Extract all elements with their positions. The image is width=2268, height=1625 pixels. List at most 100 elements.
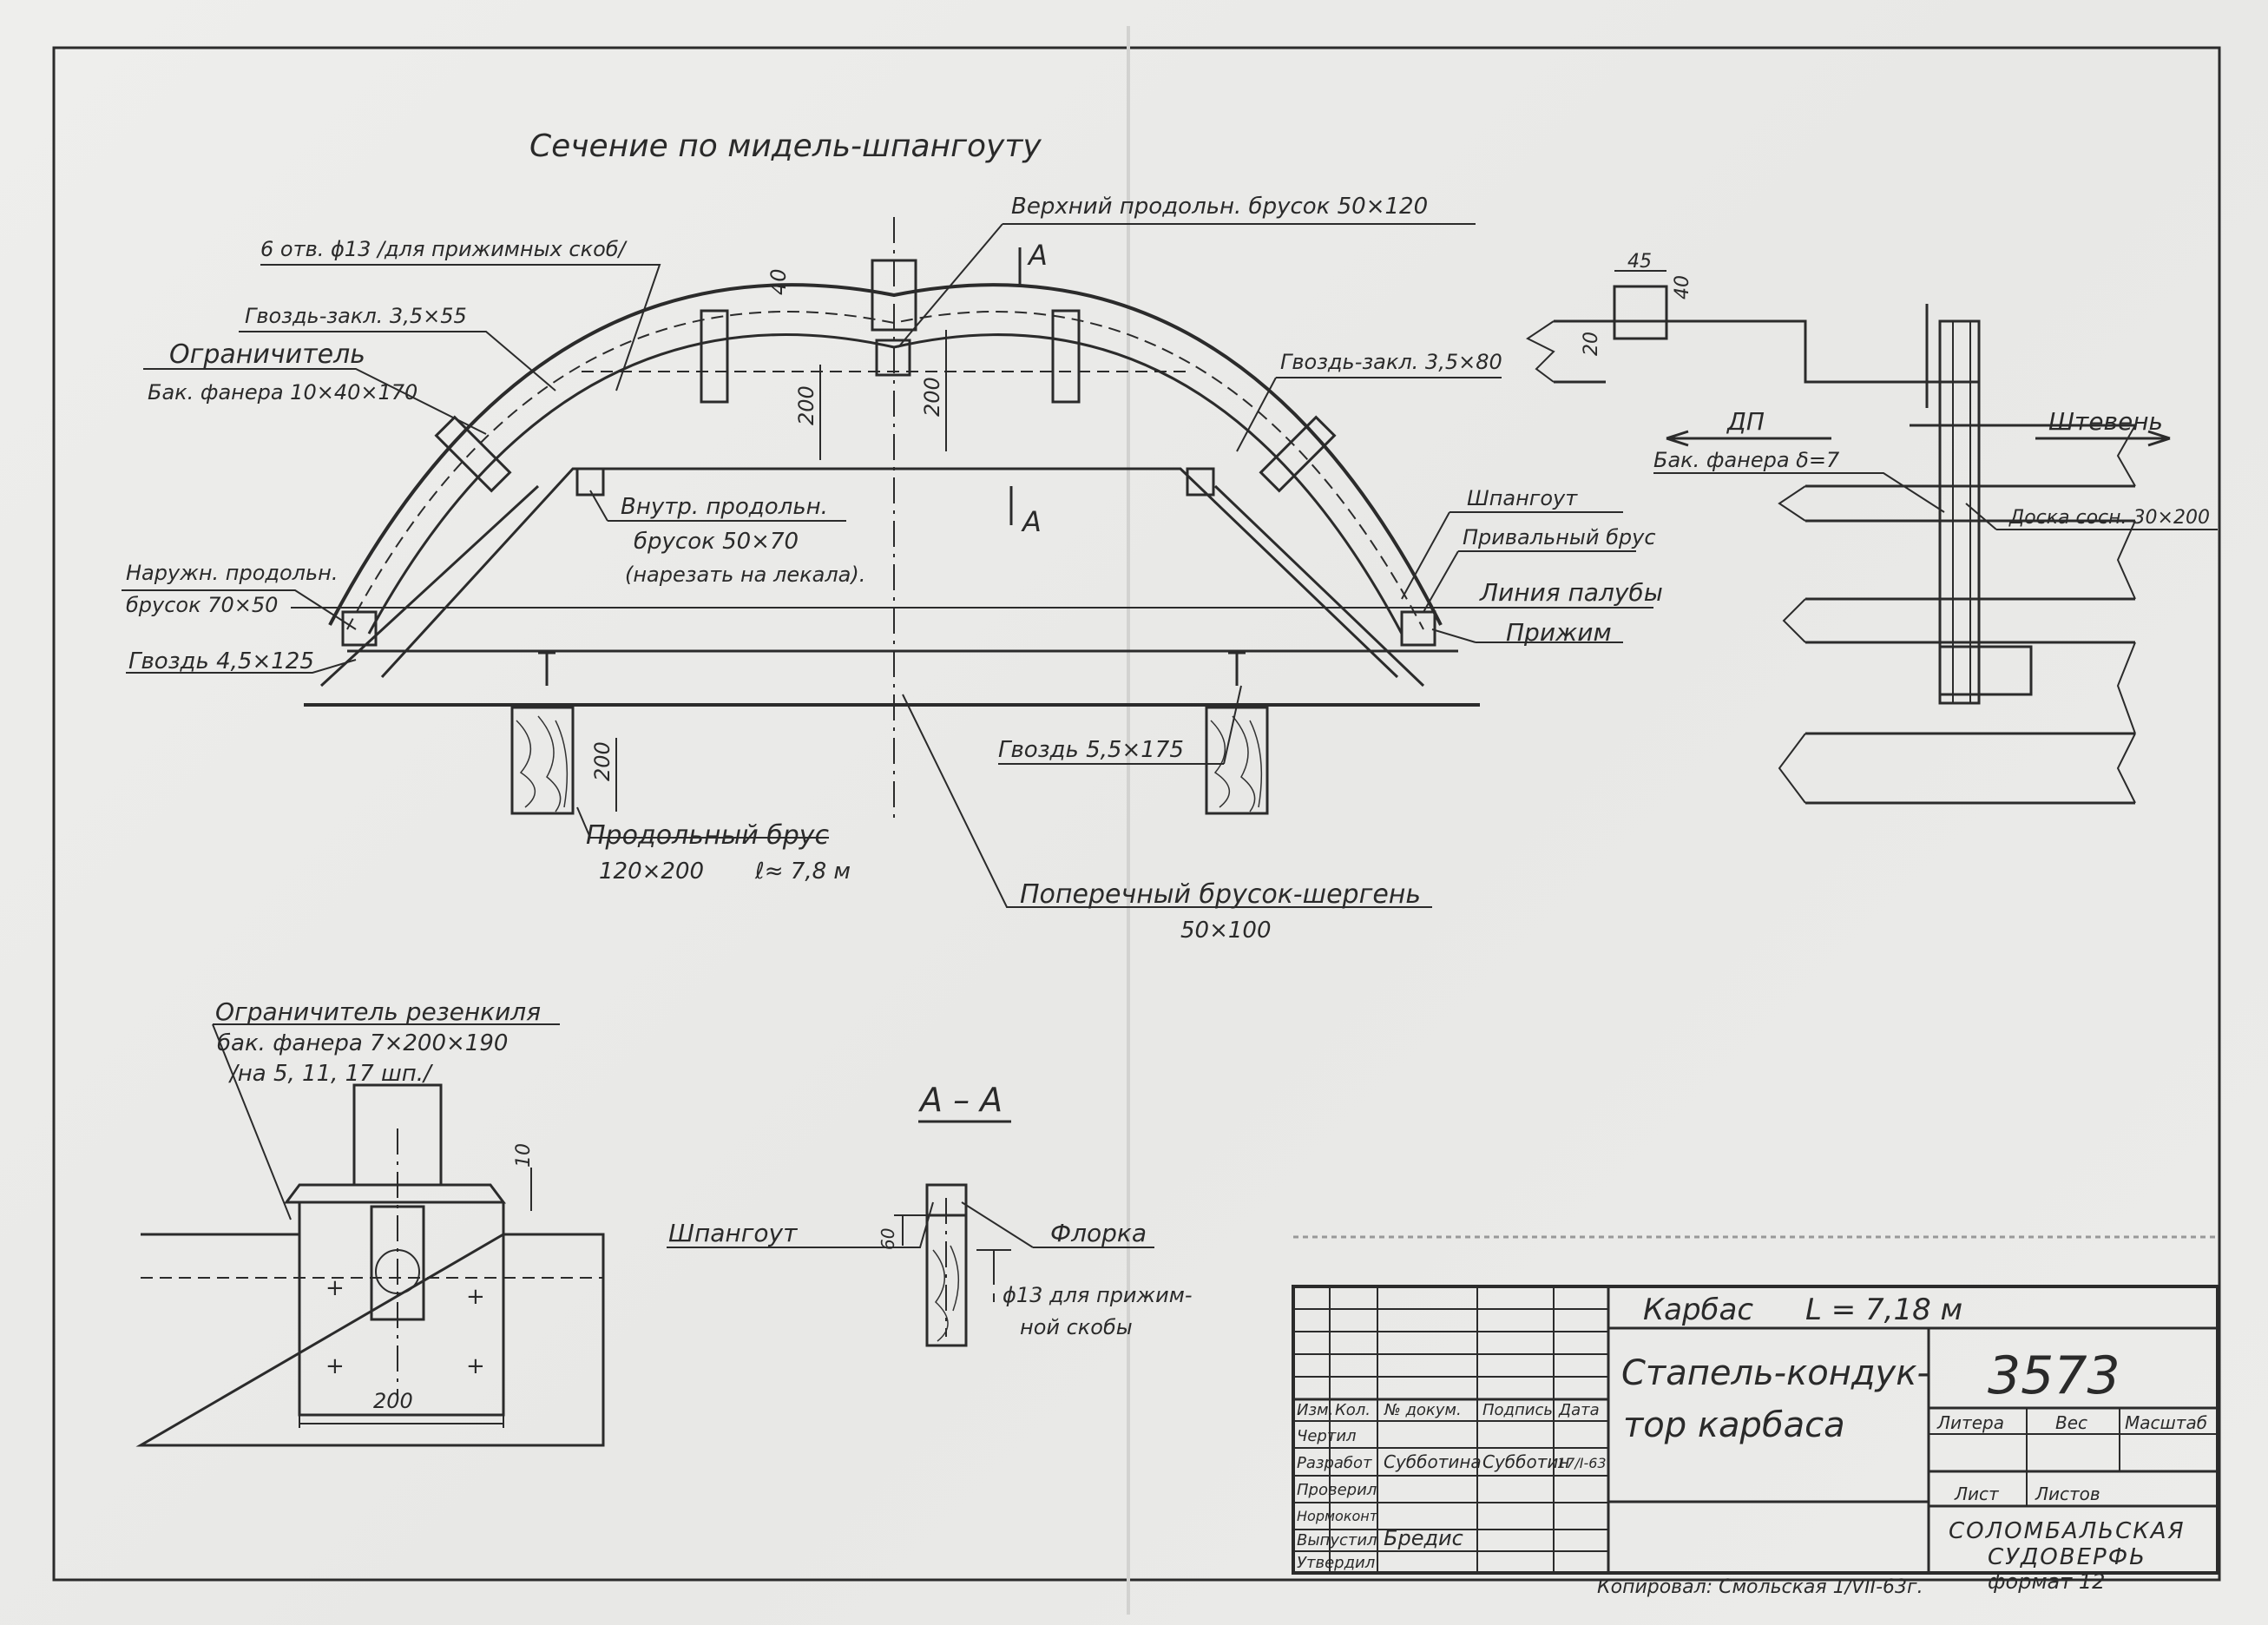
title-block-frame bbox=[1292, 1285, 2219, 1575]
top-beam-section bbox=[875, 339, 911, 377]
detail-plus-2: + bbox=[466, 1284, 485, 1310]
leader-outer-beam bbox=[122, 589, 357, 630]
detail-base-beam bbox=[135, 1233, 605, 1447]
callout-outer-beam-2: брусок 70×50 bbox=[126, 593, 278, 617]
detail-dim-10: 10 bbox=[513, 1143, 535, 1168]
leader-nail-4 bbox=[126, 659, 357, 674]
leader-pine bbox=[1965, 503, 2218, 530]
callout-top-beam: Верхний продольн. брусок 50×120 bbox=[1011, 194, 1428, 220]
leader-inner-beam bbox=[589, 490, 846, 522]
outer-beam-right bbox=[1400, 610, 1436, 647]
side-dim-45: 45 bbox=[1627, 251, 1652, 273]
tb-name-4: Бредис bbox=[1384, 1526, 1463, 1550]
section-aa-floor-label: Флорка bbox=[1050, 1219, 1147, 1247]
side-view: 45 40 20 ДП Штевень Бак. фанера δ=7 Доск… bbox=[1526, 251, 2218, 805]
section-mark-bottom: А bbox=[1021, 505, 1042, 538]
callout-long-beam-1: Продольный брус bbox=[586, 820, 830, 851]
side-stem-inner bbox=[1952, 320, 1971, 704]
section-aa-floor bbox=[925, 1214, 968, 1347]
side-top-block bbox=[1613, 285, 1668, 340]
callout-inner-beam-2: брусок 50×70 bbox=[634, 529, 799, 555]
callout-inner-beam-3: (нарезать на лекала). bbox=[625, 562, 865, 587]
dim-200-base: 200 bbox=[590, 741, 615, 781]
wood-grain-left bbox=[516, 715, 569, 812]
detail-plate-body bbox=[298, 1202, 505, 1417]
leader-long-beam bbox=[576, 806, 829, 839]
callout-long-beam-len: ℓ≈ 7,8 м bbox=[754, 859, 851, 885]
detail-dim-200: 200 bbox=[373, 1389, 413, 1413]
arrow-dp bbox=[1666, 430, 1831, 447]
section-aa-dim-60: 60 bbox=[878, 1228, 898, 1250]
leader-limiter bbox=[143, 368, 487, 435]
leader-nail-left bbox=[239, 331, 556, 391]
tb-sign-1: Субботин bbox=[1482, 1451, 1569, 1472]
callout-frame: Шпангоут bbox=[1467, 486, 1578, 510]
callout-nail-right: Гвоздь-закл. 3,5×80 bbox=[1280, 350, 1502, 374]
callout-outer-beam-1: Наружн. продольн. bbox=[126, 561, 338, 585]
detail-plus-1: + bbox=[325, 1275, 345, 1301]
detail-leader bbox=[212, 1023, 560, 1220]
tb-product: Карбас bbox=[1643, 1293, 1753, 1327]
long-beam-right bbox=[1205, 706, 1269, 815]
detail-plus-3: + bbox=[325, 1353, 345, 1379]
tb-role-2: Проверил bbox=[1297, 1481, 1377, 1499]
leader-holes bbox=[260, 264, 661, 391]
detail-limiter-plate bbox=[284, 1183, 506, 1204]
tb-number: 3573 bbox=[1988, 1345, 2120, 1406]
title-block: Изм. Кол. № докум. Подпись Дата Чертил Р… bbox=[1292, 1285, 2219, 1575]
callout-clamp: Прижим bbox=[1506, 618, 1612, 647]
section-mark-top: А bbox=[1027, 239, 1048, 272]
leader-frame bbox=[1401, 511, 1623, 600]
side-block bbox=[1938, 645, 2033, 696]
inner-frame-right bbox=[1213, 484, 1425, 688]
tb-role-4: Выпустил bbox=[1297, 1531, 1377, 1549]
leader-nail-5 bbox=[998, 685, 1242, 765]
tb-listov: Листов bbox=[2035, 1484, 2100, 1504]
callout-limiter: Ограничитель bbox=[169, 339, 365, 370]
limiter-plate-left bbox=[434, 415, 512, 493]
tb-length: L = 7,18 м bbox=[1805, 1293, 1962, 1327]
side-plywood: Бак. фанера δ=7 bbox=[1653, 448, 1840, 472]
tb-name-1-line: Стапель-кондук- bbox=[1621, 1353, 1929, 1393]
detail-plus-4: + bbox=[466, 1353, 485, 1379]
section-aa-hole-marker bbox=[976, 1249, 1011, 1302]
side-pine-board: Доска сосн. 30×200 bbox=[2008, 507, 2210, 529]
callout-nail-left: Гвоздь-закл. 3,5×55 bbox=[245, 304, 467, 328]
side-top-beam bbox=[1554, 319, 1979, 384]
long-beam-left bbox=[510, 706, 575, 815]
inner-frame-upper bbox=[380, 467, 1399, 679]
leader-top-beam bbox=[897, 223, 1476, 348]
joint-right bbox=[1186, 467, 1215, 497]
side-dp: ДП bbox=[1726, 407, 1765, 436]
callout-inner-beam-1: Внутр. продольн. bbox=[621, 494, 828, 520]
detail-title-1: Ограничитель резенкиля bbox=[215, 997, 541, 1026]
tb-name-1: Субботина bbox=[1384, 1451, 1482, 1472]
leader-plywood bbox=[1653, 472, 1945, 513]
callout-gunwale: Привальный брус bbox=[1463, 525, 1656, 549]
sheet-border bbox=[52, 46, 2221, 1582]
side-dim-20: 20 bbox=[1581, 332, 1602, 356]
leader-gunwale bbox=[1423, 550, 1636, 613]
plate-right bbox=[1051, 309, 1081, 404]
tb-header-sign: Подпись bbox=[1482, 1401, 1553, 1419]
wood-grain-right bbox=[1210, 715, 1263, 812]
callout-deck-line: Линия палубы bbox=[1479, 578, 1663, 607]
arrow-stem bbox=[2035, 430, 2171, 447]
tb-role-0: Чертил bbox=[1297, 1427, 1357, 1445]
dim-200-left: 200 bbox=[794, 385, 818, 425]
sheet-format: формат 12 bbox=[1988, 1569, 2105, 1594]
callout-long-beam-2: 120×200 bbox=[599, 859, 704, 885]
side-breaks-left bbox=[1778, 485, 1806, 804]
callout-nail-5: Гвоздь 5,5×175 bbox=[998, 737, 1184, 763]
copied-by: Копировал: Смольская 1/VII-63г. bbox=[1597, 1576, 1923, 1598]
tb-name-2-line: тор карбаса bbox=[1623, 1405, 1845, 1445]
tb-litera: Литера bbox=[1936, 1412, 2004, 1433]
detail-title-3: /на 5, 11, 17 шп./ bbox=[228, 1061, 434, 1087]
callout-cross-beam-2: 50×100 bbox=[1180, 918, 1272, 944]
leader-nail-right bbox=[1236, 377, 1502, 452]
callout-limiter-spec: Бак. фанера 10×40×170 bbox=[148, 380, 417, 405]
detail-title-2: бак. фанера 7×200×190 bbox=[217, 1030, 508, 1056]
tb-ves: Вес bbox=[2055, 1412, 2087, 1433]
tb-role-3: Нормоконт bbox=[1297, 1508, 1378, 1524]
